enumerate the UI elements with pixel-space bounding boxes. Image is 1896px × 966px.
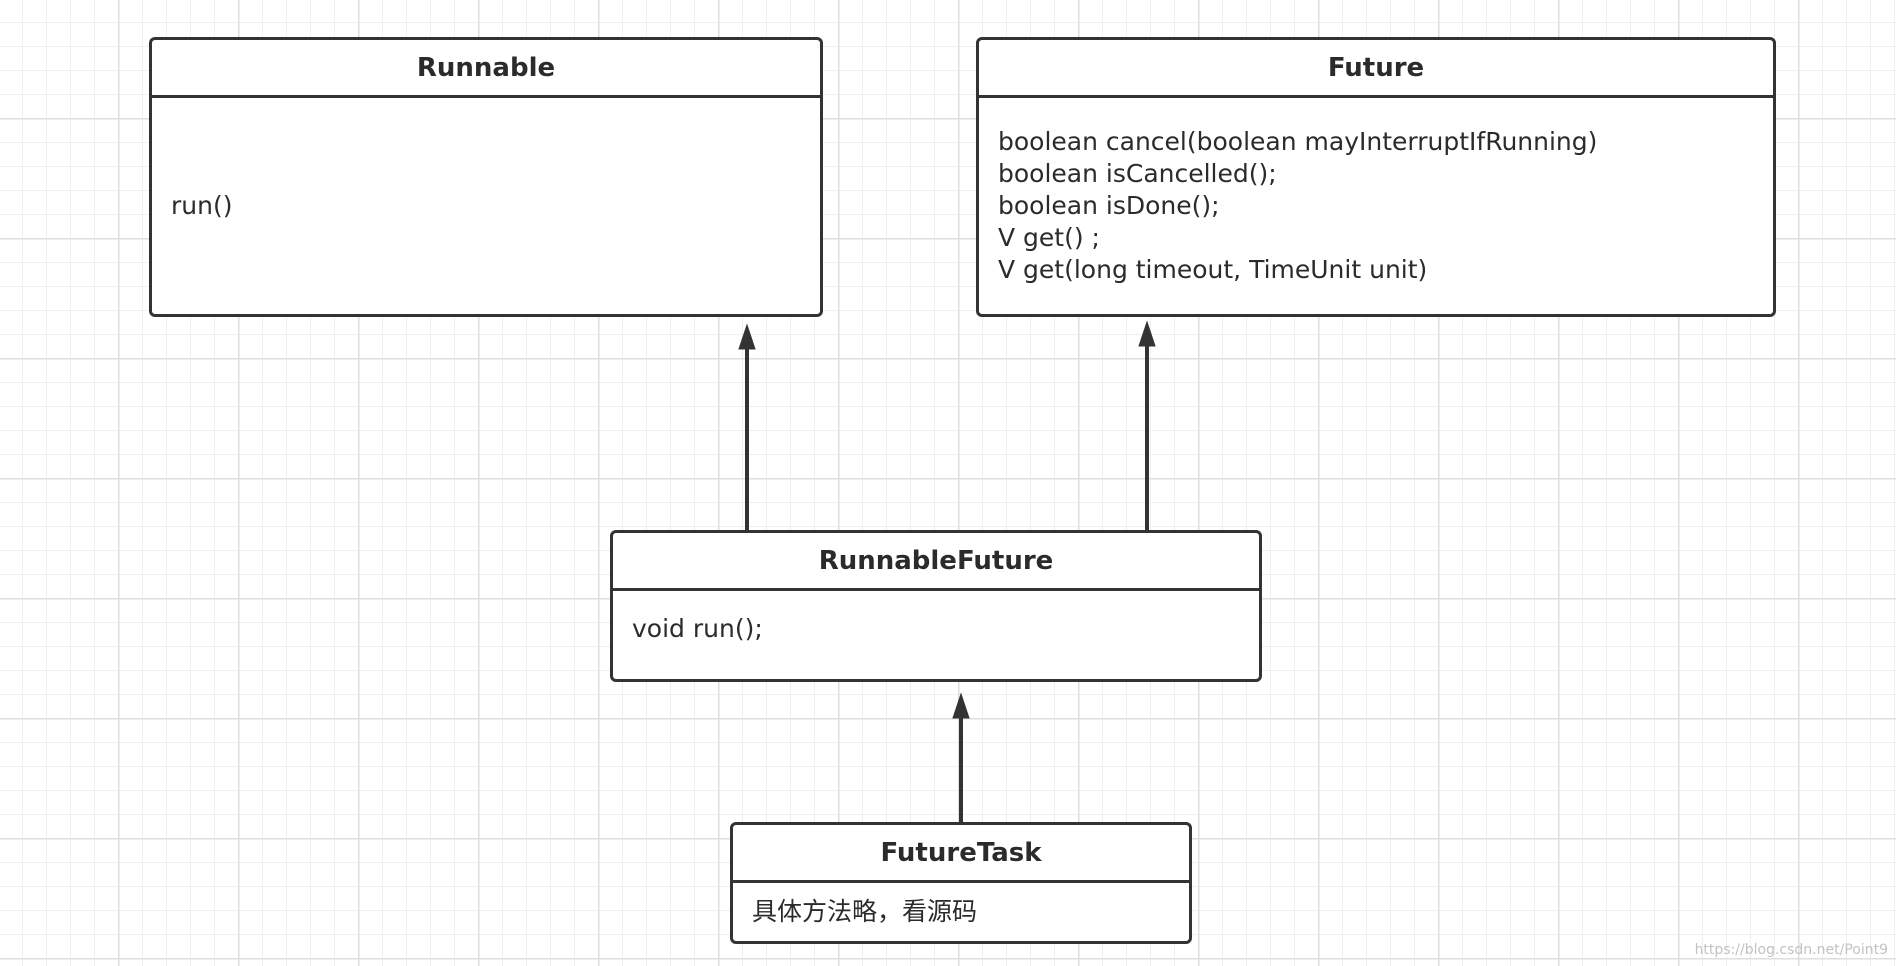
class-name: Future — [979, 40, 1773, 98]
class-futuretask[interactable]: FutureTask 具体方法略，看源码 — [730, 822, 1192, 944]
method: boolean cancel(boolean mayInterruptIfRun… — [998, 127, 1598, 156]
method: 具体方法略，看源码 — [752, 897, 978, 926]
watermark-text: https://blog.csdn.net/Point9 — [1694, 942, 1888, 958]
class-methods: 具体方法略，看源码 — [733, 883, 1189, 941]
class-runnable[interactable]: Runnable run() — [149, 37, 823, 317]
method: boolean isDone(); — [998, 191, 1220, 220]
method: boolean isCancelled(); — [998, 159, 1277, 188]
method: run() — [171, 191, 233, 220]
class-future[interactable]: Future boolean cancel(boolean mayInterru… — [976, 37, 1776, 317]
class-runnablefuture[interactable]: RunnableFuture void run(); — [610, 530, 1262, 682]
method: V get(long timeout, TimeUnit unit) — [998, 255, 1428, 284]
method: void run(); — [632, 614, 763, 643]
class-methods: run() — [152, 98, 820, 314]
class-methods: void run(); — [613, 591, 1259, 679]
class-name: Runnable — [152, 40, 820, 98]
method: V get() ; — [998, 223, 1100, 252]
class-name: FutureTask — [733, 825, 1189, 883]
arrowhead-runnable — [738, 323, 756, 350]
class-name: RunnableFuture — [613, 533, 1259, 591]
arrowhead-runnablefuture — [952, 692, 970, 719]
class-methods: boolean cancel(boolean mayInterruptIfRun… — [979, 98, 1773, 314]
arrowhead-future — [1138, 320, 1156, 347]
